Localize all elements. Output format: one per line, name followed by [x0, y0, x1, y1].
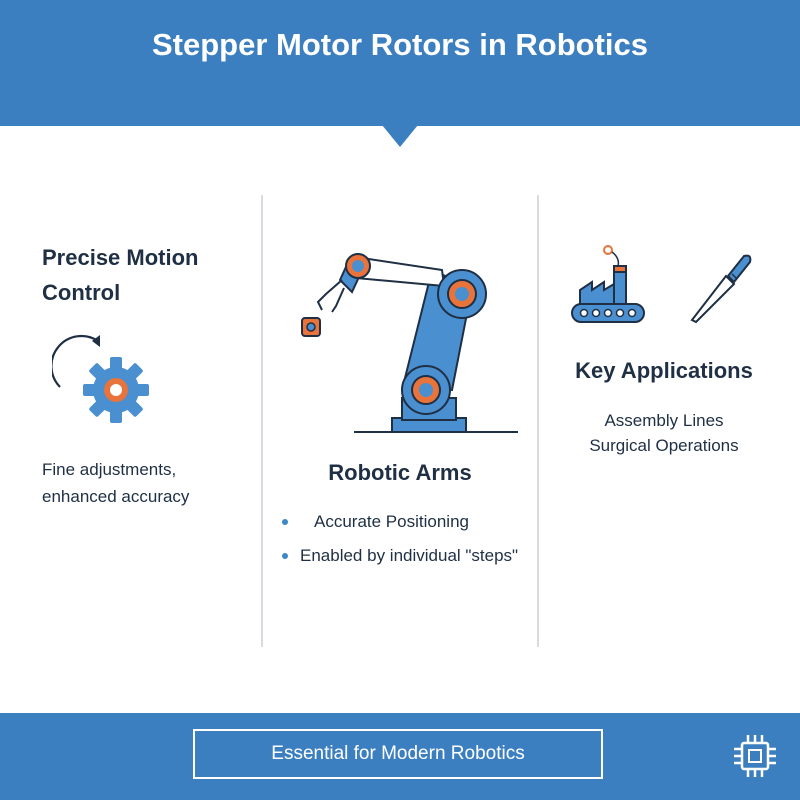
- column-divider-left: [261, 195, 263, 647]
- list-item: Surgical Operations: [589, 436, 739, 455]
- bullet-icon: [282, 553, 288, 559]
- robotic-arm-icon: [301, 253, 518, 433]
- precision-description: Fine adjustments, enhanced accuracy: [42, 460, 190, 506]
- list-item: Enabled by individual "steps": [282, 544, 522, 568]
- factory-icon: [571, 245, 645, 323]
- header-banner: Stepper Motor Rotors in Robotics: [0, 0, 800, 126]
- robotic-arms-heading: Robotic Arms: [328, 460, 472, 485]
- scalpel-icon: [690, 254, 752, 324]
- gear-rotation-icon: [52, 334, 149, 423]
- applications-list: Assembly Lines Surgical Operations: [548, 408, 780, 458]
- page-title: Stepper Motor Rotors in Robotics: [152, 27, 648, 62]
- header-notch: [382, 125, 418, 147]
- precision-heading: Precise Motion Control: [42, 245, 199, 305]
- microchip-icon: [734, 735, 776, 777]
- bullet-text: Accurate Positioning: [314, 512, 469, 531]
- list-item: Assembly Lines: [604, 411, 724, 430]
- key-applications-heading: Key Applications: [575, 358, 753, 383]
- bullet-text: Enabled by individual "steps": [300, 546, 519, 565]
- column-divider-right: [537, 195, 539, 647]
- bullet-icon: [282, 519, 288, 525]
- footer-banner: Essential for Modern Robotics: [0, 713, 800, 800]
- list-item: Accurate Positioning: [282, 510, 522, 534]
- footer-label-box: Essential for Modern Robotics: [193, 729, 603, 779]
- robotic-arms-bullet-list: Accurate Positioning Enabled by individu…: [282, 510, 522, 578]
